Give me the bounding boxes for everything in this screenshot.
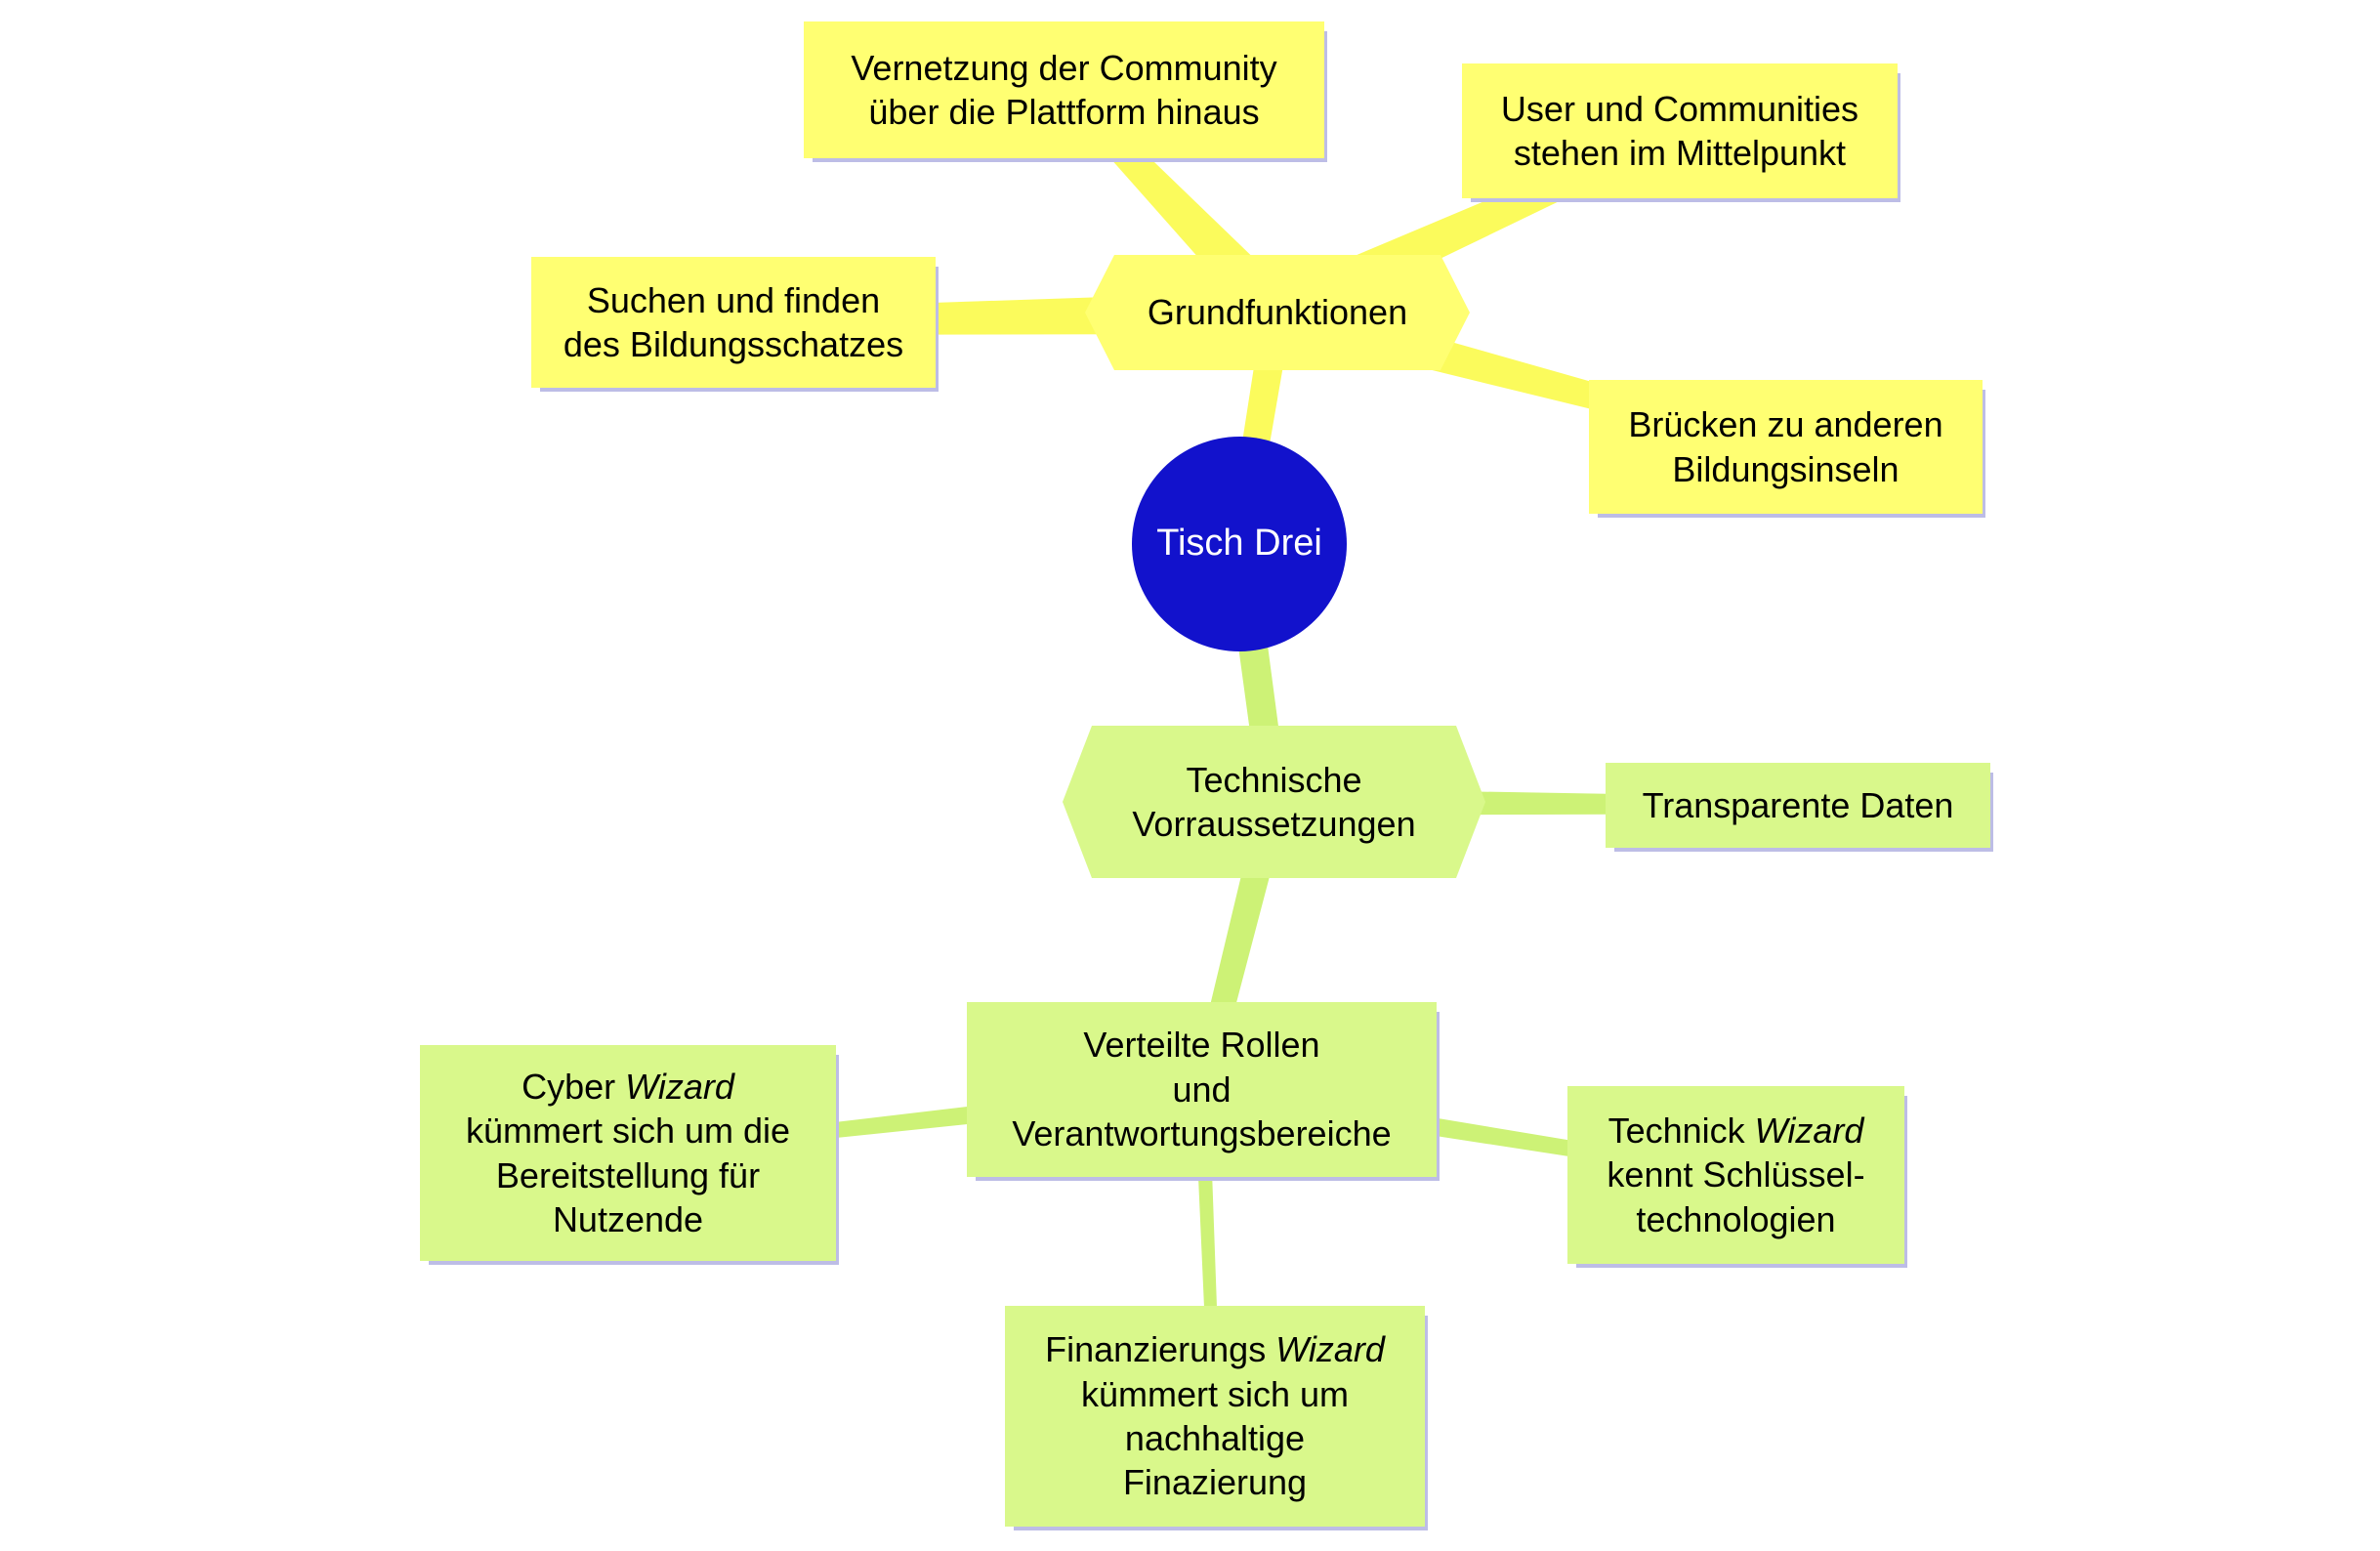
node-transparente-daten[interactable]: Transparente Daten <box>1606 763 1990 848</box>
node-root-tisch-drei[interactable]: Tisch Drei <box>1132 437 1347 651</box>
node-label: Transparente Daten <box>1642 784 1954 825</box>
node-label: Tisch Drei <box>1156 523 1322 565</box>
node-grundfunktionen[interactable]: Grundfunktionen <box>1085 255 1470 370</box>
node-label: Grundfunktionen <box>1147 292 1408 333</box>
